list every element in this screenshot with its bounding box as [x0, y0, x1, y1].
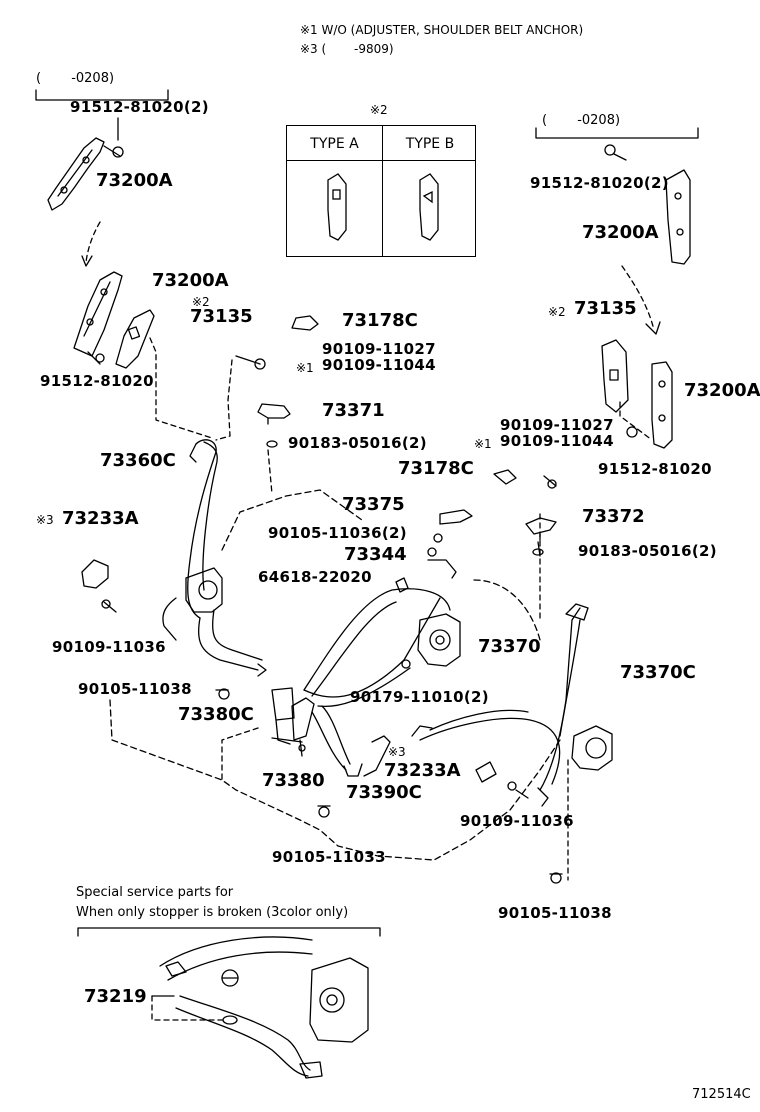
part-91512-81020-right: 91512-81020: [598, 460, 712, 478]
buckle-73380C: [271, 687, 303, 745]
special-section-bracket: [77, 927, 381, 937]
type-table-header: [287, 126, 475, 161]
anchor-73371: [257, 403, 291, 425]
part-73233A-left: 73233A: [62, 508, 139, 529]
upper-anchor-bracket-left: [47, 137, 105, 211]
type-b-label: TYPE B: [405, 136, 455, 152]
part-90105-11038-left: 90105-11038: [78, 680, 192, 698]
part-mark2-right: ※2: [548, 305, 566, 319]
bolt-91512-left: [87, 351, 105, 365]
part-mark1-center: ※1: [296, 361, 314, 375]
plate-73375: [439, 509, 473, 525]
guide-73344: [427, 547, 457, 579]
stopper-73390C: [363, 735, 391, 777]
left-range-bracket: [35, 89, 169, 101]
part-mark2-left: ※2: [192, 295, 210, 309]
part-73200A-right: 73200A: [684, 380, 760, 401]
belt-73360C: [162, 439, 267, 677]
cap-73233A-left: [81, 559, 109, 589]
part-73372: 73372: [582, 506, 645, 527]
type-table-divider: [382, 126, 383, 256]
cover-73135-left: [115, 309, 155, 369]
belt-73370C: [411, 603, 613, 791]
part-mark3-center: ※3: [388, 745, 406, 759]
part-73200A-left: 73200A: [152, 270, 229, 291]
part-91512-81020-2-left: 91512-81020(2): [70, 98, 209, 116]
buckle-73380: [291, 697, 315, 757]
part-mark3-left: ※3: [36, 513, 54, 527]
bolt-90109-11027-center: [235, 355, 266, 370]
note-3: ※3 ( -9809): [300, 42, 394, 56]
note-1: ※1 W/O (ADJUSTER, SHOULDER BELT ANCHOR): [300, 23, 584, 37]
part-90109-11036-right: 90109-11036: [460, 812, 574, 830]
part-73370C: 73370C: [620, 662, 696, 683]
special-line-2: When only stopper is broken (3color only…: [76, 905, 349, 920]
left-range-label: ( -0208): [36, 71, 115, 86]
anchor-bracket-left-lower: [73, 271, 123, 357]
part-mark1-right: ※1: [474, 437, 492, 451]
center-belt-73370: [303, 588, 461, 777]
part-73375: 73375: [342, 494, 405, 515]
part-91512-81020-2-right: 91512-81020(2): [530, 174, 669, 192]
type-a-cover: [327, 173, 347, 241]
part-73200A-top-right: 73200A: [582, 222, 659, 243]
part-90109-11044-right: 90109-11044: [500, 432, 614, 450]
part-73178C-right: 73178C: [398, 458, 474, 479]
part-73390C: 73390C: [346, 782, 422, 803]
part-73370: 73370: [478, 636, 541, 657]
part-90105-11038-right: 90105-11038: [498, 904, 612, 922]
part-90179-11010: 90179-11010(2): [350, 688, 489, 706]
stopper-73219-drawing: [151, 936, 369, 1079]
cap-73233A-center: [475, 761, 497, 783]
part-73380: 73380: [262, 770, 325, 791]
upper-anchor-bracket-right: [665, 169, 691, 265]
part-90183-05016-center: 90183-05016(2): [288, 434, 427, 452]
part-91512-81020-left: 91512-81020: [40, 372, 154, 390]
part-73371: 73371: [322, 400, 385, 421]
part-90183-05016-right: 90183-05016(2): [578, 542, 717, 560]
special-line-1: Special service parts for: [76, 885, 234, 900]
part-73360C: 73360C: [100, 450, 176, 471]
part-73135-right: 73135: [574, 298, 637, 319]
bolt-91512-top-left: [103, 145, 124, 158]
part-90105-11033: 90105-11033: [272, 848, 386, 866]
part-73380C: 73380C: [178, 704, 254, 725]
part-73178C-top: 73178C: [342, 310, 418, 331]
guide-73178C-top: [291, 315, 319, 331]
part-73200A-top-left: 73200A: [96, 170, 173, 191]
part-90109-11027-right: 90109-11027: [500, 416, 614, 434]
anchor-bracket-right-lower: [651, 361, 673, 449]
anchor-73372: [525, 517, 557, 541]
part-64618-22020: 64618-22020: [258, 568, 372, 586]
part-73233A-center: 73233A: [384, 760, 461, 781]
part-73219: 73219: [84, 986, 147, 1007]
part-90109-11027-center: 90109-11027: [322, 340, 436, 358]
part-90109-11044-center: 90109-11044: [322, 356, 436, 374]
part-90105-11036: 90105-11036(2): [268, 524, 407, 542]
type-table-mark: ※2: [370, 103, 388, 117]
drawing-code: 712514C: [692, 1087, 751, 1102]
type-a-label: TYPE A: [310, 136, 359, 152]
right-range-bracket: [535, 127, 699, 139]
right-range-label: ( -0208): [542, 113, 621, 128]
type-table: TYPE A TYPE B: [286, 125, 476, 257]
part-90109-11036-left: 90109-11036: [52, 638, 166, 656]
part-73344: 73344: [344, 544, 407, 565]
cover-73135-right: [601, 339, 629, 413]
part-73135-left: 73135: [190, 306, 253, 327]
type-b-cover: [419, 173, 439, 241]
bolt-90109-11036-left: [101, 599, 117, 613]
